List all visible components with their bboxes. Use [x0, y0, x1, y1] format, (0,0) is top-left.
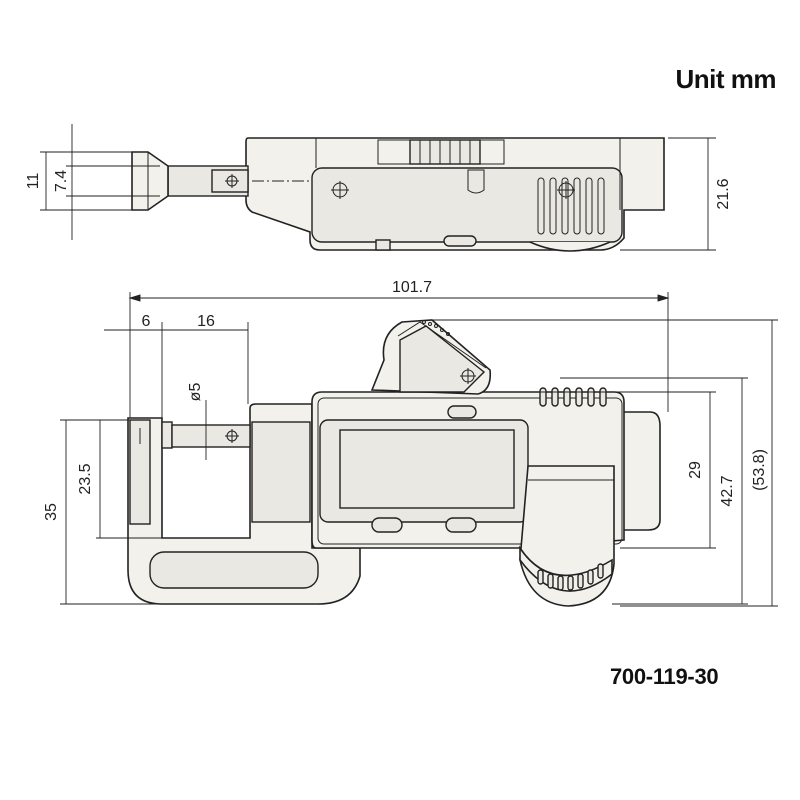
dim-height-29: 29: [687, 461, 704, 479]
dim-top-height-outer: 11: [25, 173, 42, 190]
top-button: [447, 405, 477, 419]
hold-button: [445, 517, 477, 533]
thimble-knob: [370, 319, 492, 395]
dim-offset-6: 6: [142, 313, 151, 330]
top-view-thimble: [409, 139, 481, 165]
top-view-anvil: [131, 151, 169, 211]
top-view: [131, 137, 665, 252]
origin-button: [371, 517, 403, 533]
dim-throat-23-5: 23.5: [77, 463, 94, 494]
anvil: [129, 419, 151, 525]
frame-insert: [251, 421, 311, 523]
dim-height-42-7: 42.7: [719, 475, 736, 506]
top-view-panel: [311, 167, 623, 243]
model-number: 700-119-30: [610, 664, 719, 689]
dim-height-35: 35: [43, 503, 60, 521]
frame-window: [149, 551, 319, 589]
dim-total-length: 101.7: [392, 279, 432, 296]
dim-spindle-16: 16: [197, 313, 215, 330]
top-view-dimensions: 11 7.4 21.6: [25, 124, 732, 251]
dim-height-53-8: (53.8): [751, 449, 768, 491]
dim-top-height-inner: 7.4: [53, 170, 70, 192]
lcd-display: [339, 429, 515, 509]
front-view: [127, 319, 661, 607]
dim-top-thickness: 21.6: [715, 178, 732, 209]
bottom-grip-ribs: [537, 563, 604, 591]
front-view-dimensions: 101.7 6 16 ø5 23.5 35 29 42.7 (53.8): [43, 279, 778, 607]
spindle: [171, 424, 251, 448]
rear-cap: [619, 411, 661, 531]
unit-label: Unit mm: [675, 64, 777, 94]
top-grip-ribs: [539, 387, 607, 407]
dim-spindle-diameter: ø5: [187, 383, 204, 402]
top-view-grip-ribs: [537, 177, 605, 235]
